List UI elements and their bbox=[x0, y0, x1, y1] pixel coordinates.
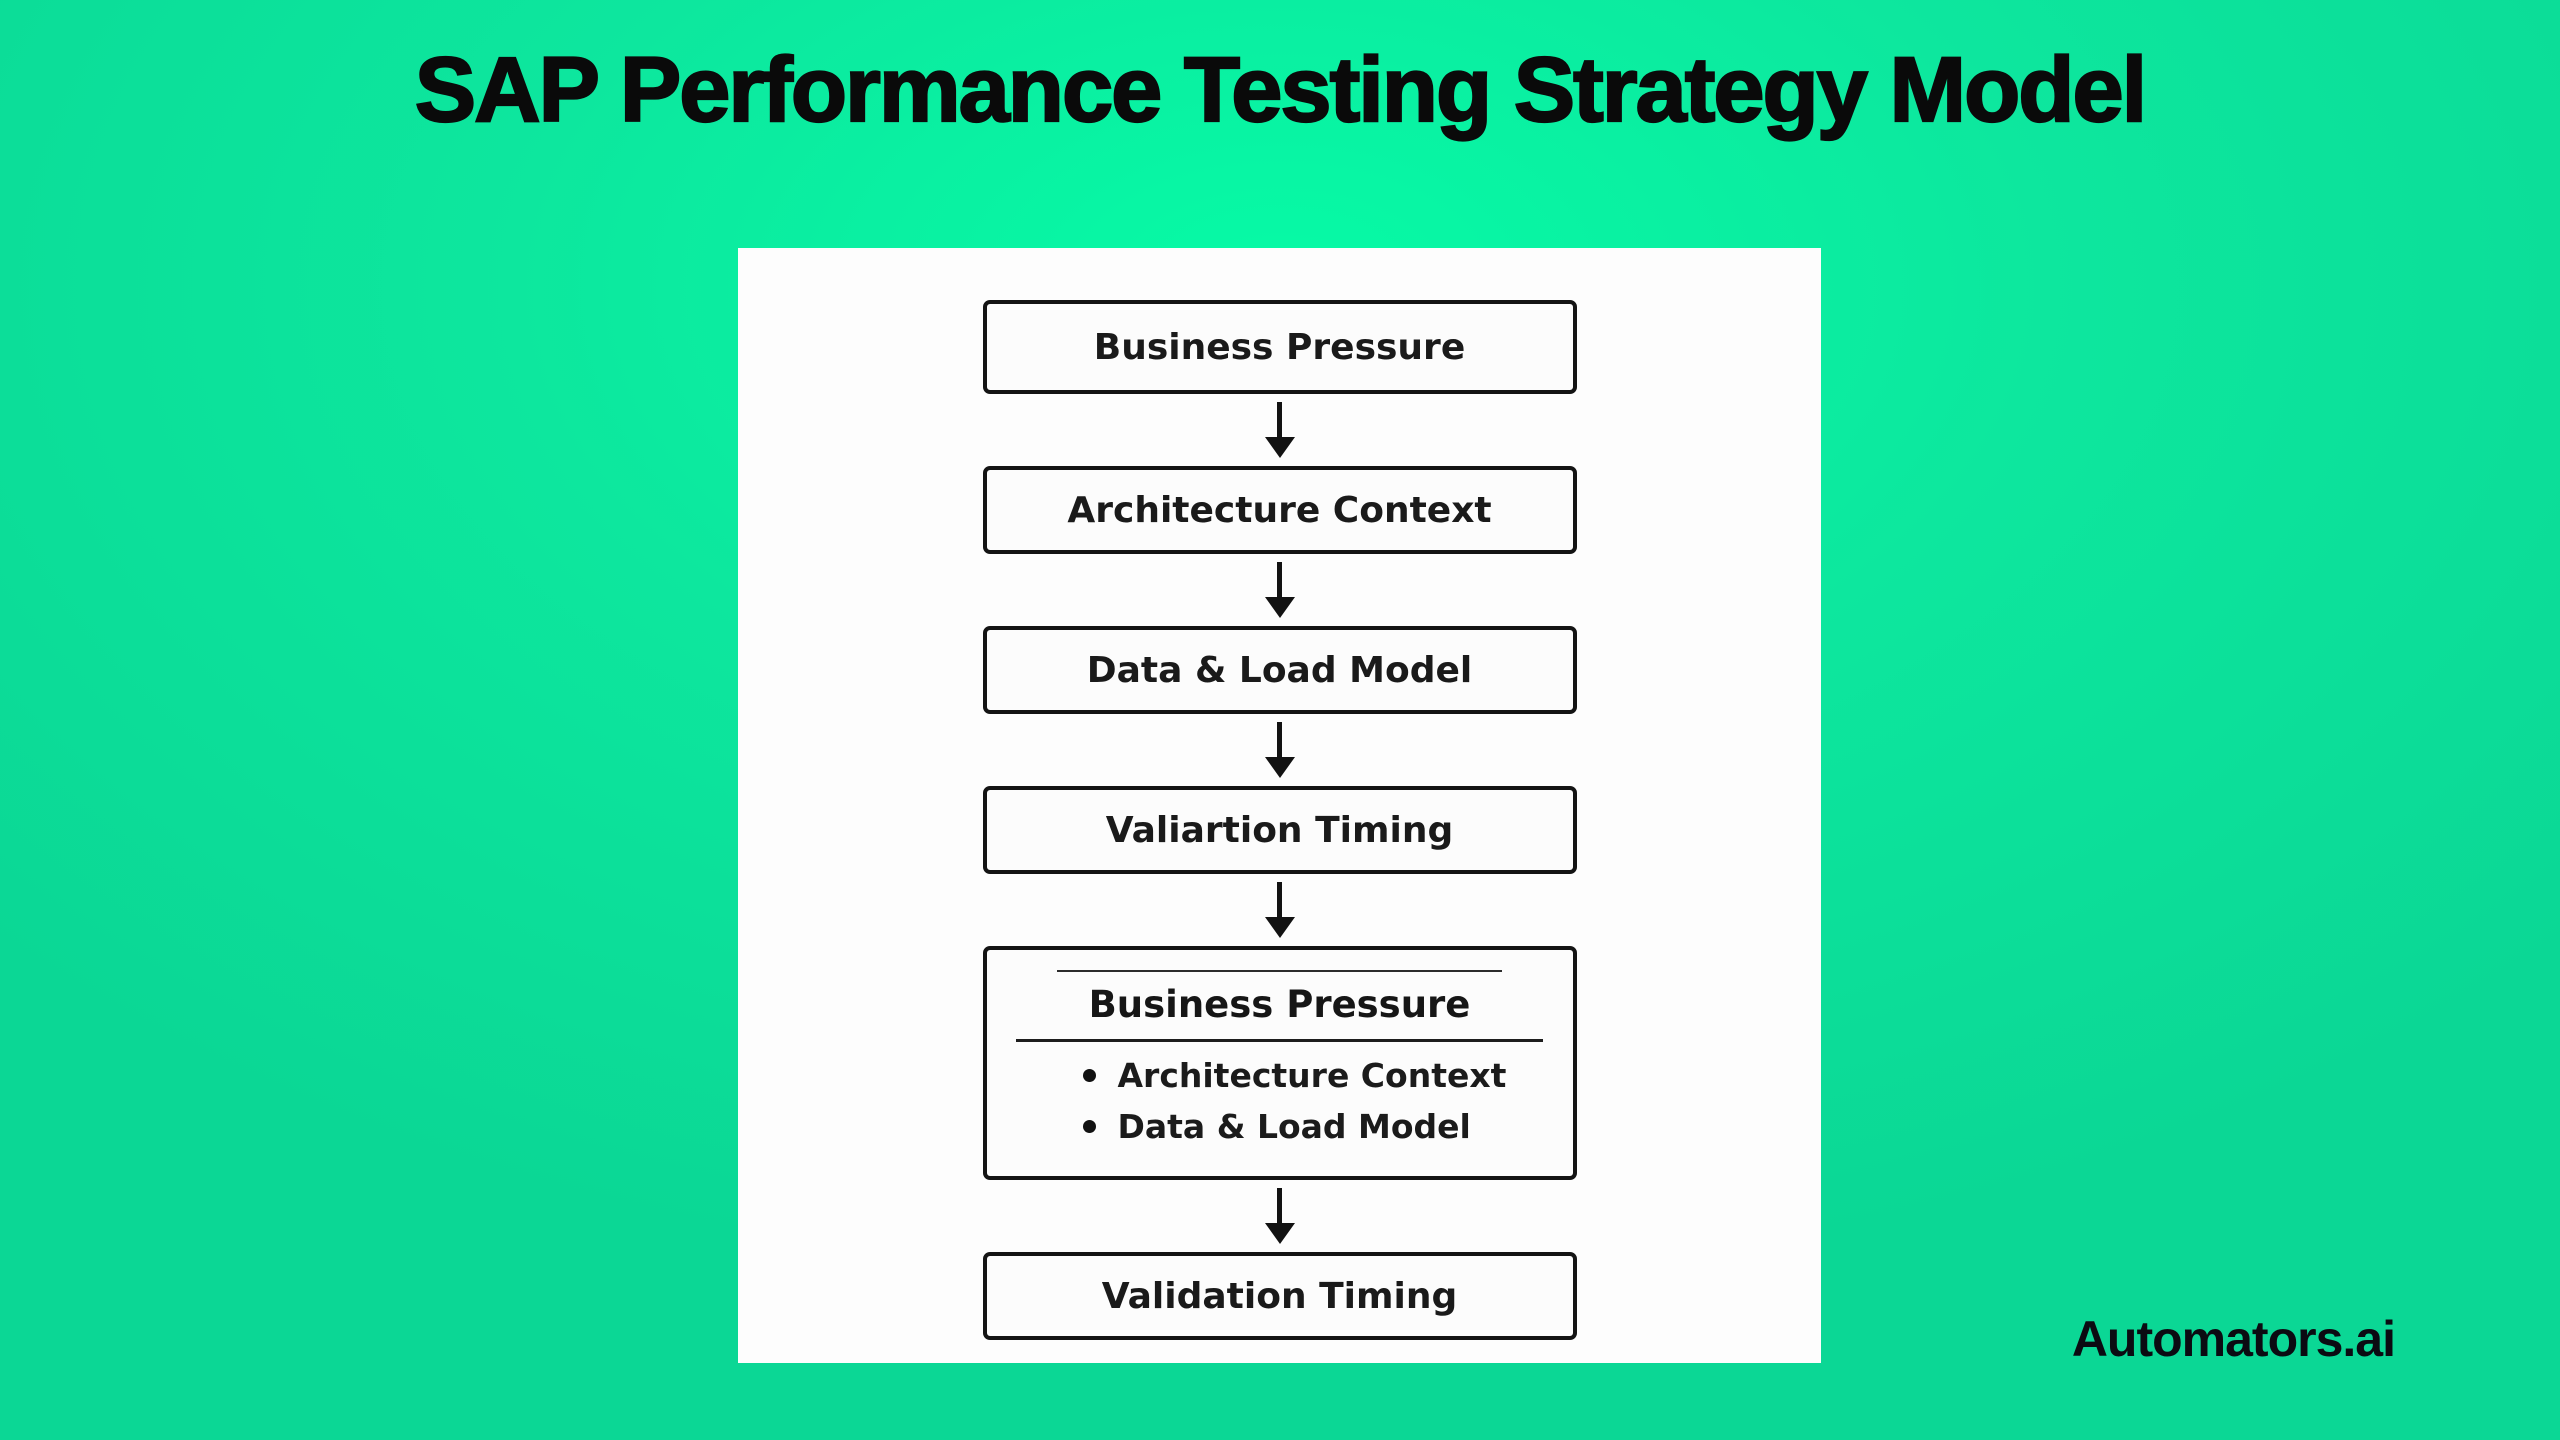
bullet-label: Architecture Context bbox=[1117, 1055, 1507, 1095]
bullet-dot-icon bbox=[1082, 1119, 1096, 1133]
list-item: Architecture Context bbox=[1082, 1055, 1573, 1095]
arrow-head bbox=[1264, 597, 1295, 618]
compound-top-line bbox=[1056, 970, 1503, 972]
compound-heading: Business Pressure bbox=[1088, 983, 1471, 1026]
arrow-down-icon bbox=[1264, 1188, 1295, 1244]
arrow-shaft bbox=[1277, 1188, 1282, 1223]
arrow-down-icon bbox=[1264, 402, 1295, 458]
bullet-dot-icon bbox=[1082, 1068, 1096, 1082]
arrow-head bbox=[1264, 437, 1295, 458]
arrow-head bbox=[1264, 757, 1295, 778]
compound-divider bbox=[1015, 1038, 1544, 1042]
arrow-down-icon bbox=[1264, 562, 1295, 618]
arrow-down-icon bbox=[1264, 882, 1295, 938]
flow-box-label: Validation Timing bbox=[1101, 1275, 1458, 1317]
arrow-head bbox=[1264, 917, 1295, 938]
flow-box-label: Valiartion Timing bbox=[1105, 809, 1454, 851]
page-title: SAP Performance Testing Strategy Model bbox=[414, 38, 2149, 142]
flow-box-valiartion-timing: Valiartion Timing bbox=[982, 786, 1577, 874]
bullet-list: Architecture Context Data & Load Model bbox=[987, 1056, 1573, 1146]
arrow-down-icon bbox=[1264, 722, 1295, 778]
flow-box-label: Data & Load Model bbox=[1086, 649, 1473, 691]
arrow-shaft bbox=[1277, 402, 1282, 437]
flow-box-business-pressure-summary: Business Pressure Architecture Context D… bbox=[982, 946, 1577, 1180]
arrow-shaft bbox=[1277, 722, 1282, 757]
flow-box-validation-timing: Validation Timing bbox=[982, 1252, 1577, 1340]
flow-box-data-load-model: Data & Load Model bbox=[982, 626, 1577, 714]
flow-box-label: Architecture Context bbox=[1067, 489, 1492, 531]
arrow-shaft bbox=[1277, 562, 1282, 597]
bullet-label: Data & Load Model bbox=[1117, 1106, 1471, 1146]
flow-box-business-pressure: Business Pressure bbox=[982, 300, 1577, 394]
brand-watermark: Automators.ai bbox=[2071, 1311, 2396, 1367]
arrow-head bbox=[1264, 1223, 1295, 1244]
arrow-shaft bbox=[1277, 882, 1282, 917]
list-item: Data & Load Model bbox=[1082, 1106, 1573, 1146]
flow-box-architecture-context: Architecture Context bbox=[982, 466, 1577, 554]
flow-box-label: Business Pressure bbox=[1093, 326, 1466, 368]
diagram-panel: Business Pressure Architecture Context D… bbox=[738, 248, 1821, 1363]
